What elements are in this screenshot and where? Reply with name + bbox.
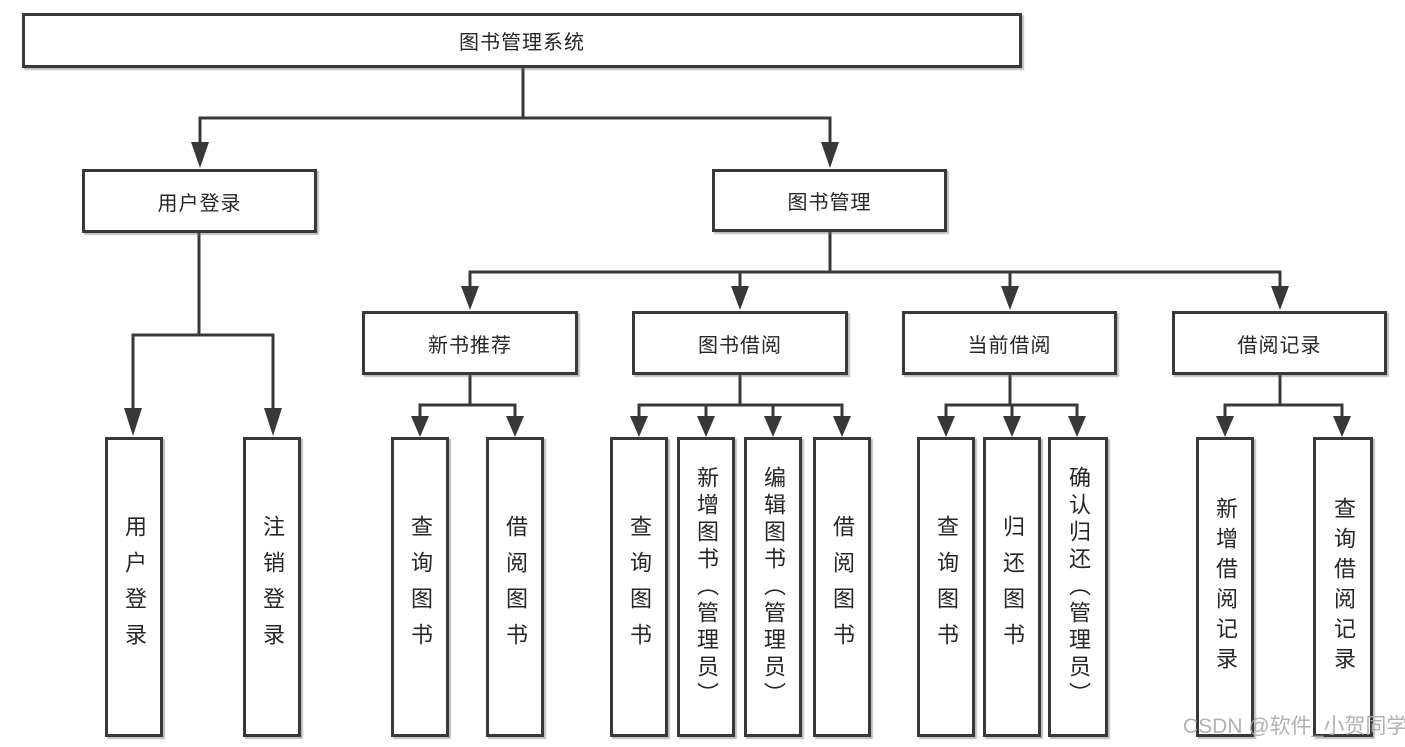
- leaf-borrow-books-recommend: 借阅图书: [486, 437, 544, 737]
- leaf-logout: 注销登录: [243, 437, 301, 737]
- leaf-query-books-recommend-label: 查询图书: [408, 515, 433, 659]
- leaf-query-books-borrow: 查询图书: [610, 437, 668, 737]
- node-new-book-recommend: 新书推荐: [362, 311, 578, 375]
- leaf-user-login: 用户登录: [105, 437, 163, 737]
- connector-group3: [944, 373, 1079, 419]
- leaf-edit-book-admin-label: 编辑图书（管理员）: [761, 465, 786, 709]
- connector-login-stem: [131, 231, 275, 337]
- leaf-confirm-return-admin: 确认归还（管理员）: [1048, 437, 1108, 737]
- node-current-borrow: 当前借阅: [902, 311, 1117, 375]
- arrowheads: [124, 142, 1351, 437]
- leaf-query-books-recommend: 查询图书: [391, 437, 449, 737]
- leaf-add-borrow-record-label: 新增借阅记录: [1213, 497, 1238, 677]
- node-library-system: 图书管理系统: [22, 13, 1022, 68]
- leaf-add-book-admin: 新增图书（管理员）: [677, 437, 735, 737]
- connector-mgmt-stem: [468, 230, 1282, 274]
- leaf-query-books-current: 查询图书: [917, 437, 975, 737]
- connector-l3-lines: [468, 270, 1282, 290]
- connector-group1: [418, 373, 517, 419]
- leaf-add-book-admin-label: 新增图书（管理员）: [694, 465, 719, 709]
- leaf-query-borrow-record: 查询借阅记录: [1313, 437, 1373, 737]
- leaf-return-book: 归还图书: [983, 437, 1041, 737]
- leaf-query-borrow-record-label: 查询借阅记录: [1331, 497, 1356, 677]
- watermark: CSDN @软件_小贺同学: [1183, 715, 1405, 738]
- node-book-management: 图书管理: [712, 169, 947, 232]
- leaf-borrow-books-label: 借阅图书: [830, 515, 855, 659]
- leaf-query-books-current-label: 查询图书: [934, 515, 959, 659]
- leaf-borrow-books-recommend-label: 借阅图书: [503, 515, 528, 659]
- leaf-borrow-books: 借阅图书: [813, 437, 871, 737]
- node-borrow-records: 借阅记录: [1172, 311, 1387, 375]
- leaf-return-book-label: 归还图书: [1000, 515, 1025, 659]
- node-user-login: 用户登录: [82, 169, 317, 233]
- leaf-logout-label: 注销登录: [260, 515, 285, 659]
- node-book-borrow: 图书借阅: [632, 311, 848, 375]
- leaf-confirm-return-admin-label: 确认归还（管理员）: [1066, 465, 1091, 709]
- connector-group2: [637, 373, 844, 419]
- leaf-add-borrow-record: 新增借阅记录: [1196, 437, 1254, 737]
- leaf-query-books-borrow-label: 查询图书: [627, 515, 652, 659]
- leaf-edit-book-admin: 编辑图书（管理员）: [744, 437, 802, 737]
- leaf-user-login-label: 用户登录: [122, 515, 147, 659]
- connector-group4: [1223, 373, 1344, 419]
